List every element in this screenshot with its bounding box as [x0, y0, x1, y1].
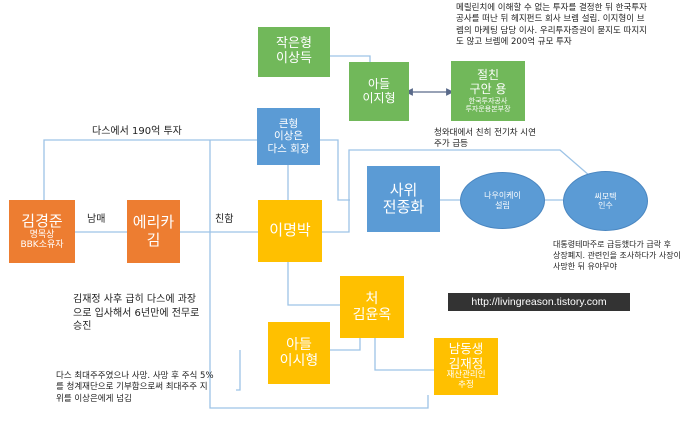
- node-son-lee-si-hyung: 아들 이시형: [268, 322, 330, 384]
- node-lee-myung-bak: 이명박: [258, 200, 322, 262]
- watermark-url: http://livingreason.tistory.com: [448, 293, 630, 311]
- note-theme-stock: 대통령테마주로 급등했다가 급락 후 상장폐지. 관련인을 조사하다가 사장이 …: [553, 240, 681, 271]
- label-das-investment: 다스에서 190억 투자: [92, 126, 182, 137]
- node-son-in-law: 사위 전종화: [367, 166, 440, 232]
- note-cheongwadae: 청와대에서 친히 전기차 시연 주가 급등: [434, 128, 536, 150]
- node-acquisition-ellipse: 씨모텍 인수: [563, 171, 648, 231]
- node-second-son: 작은형 이상득: [258, 27, 330, 77]
- node-erika-kim: 에리카 김: [127, 200, 180, 263]
- node-wife: 처 김윤옥: [340, 276, 404, 338]
- node-kim-kyung-joon: 김경준 명목상 BBK소유자: [9, 200, 75, 263]
- label-intimate: 친함: [215, 214, 234, 225]
- node-eldest-brother: 큰형 이상은 다스 회장: [257, 108, 320, 165]
- node-nuri-company-ellipse: 나우이케이 설립: [460, 172, 545, 229]
- label-siblings: 남매: [87, 214, 106, 225]
- node-best-friend: 절친 구안 용 한국투자공사 투자운용본부장: [451, 61, 525, 121]
- note-top-right: 메릴린치에 이해할 수 없는 투자를 결정한 뒤 한국투자 공사를 떠난 뒤 헤…: [456, 3, 647, 48]
- node-brother-in-law: 남동생 김재정 재산관리인 추정: [434, 338, 498, 395]
- node-son-lee-ji-hyung: 아들 이지형: [349, 62, 409, 121]
- note-das-shares: 다스 최대주주였으나 사망. 사망 후 주식 5% 를 청계재단으로 기부함으로…: [56, 371, 214, 404]
- note-kjj-death: 김재정 사후 급히 다스에 과장 으로 입사해서 6년만에 전무로 승진: [73, 294, 200, 332]
